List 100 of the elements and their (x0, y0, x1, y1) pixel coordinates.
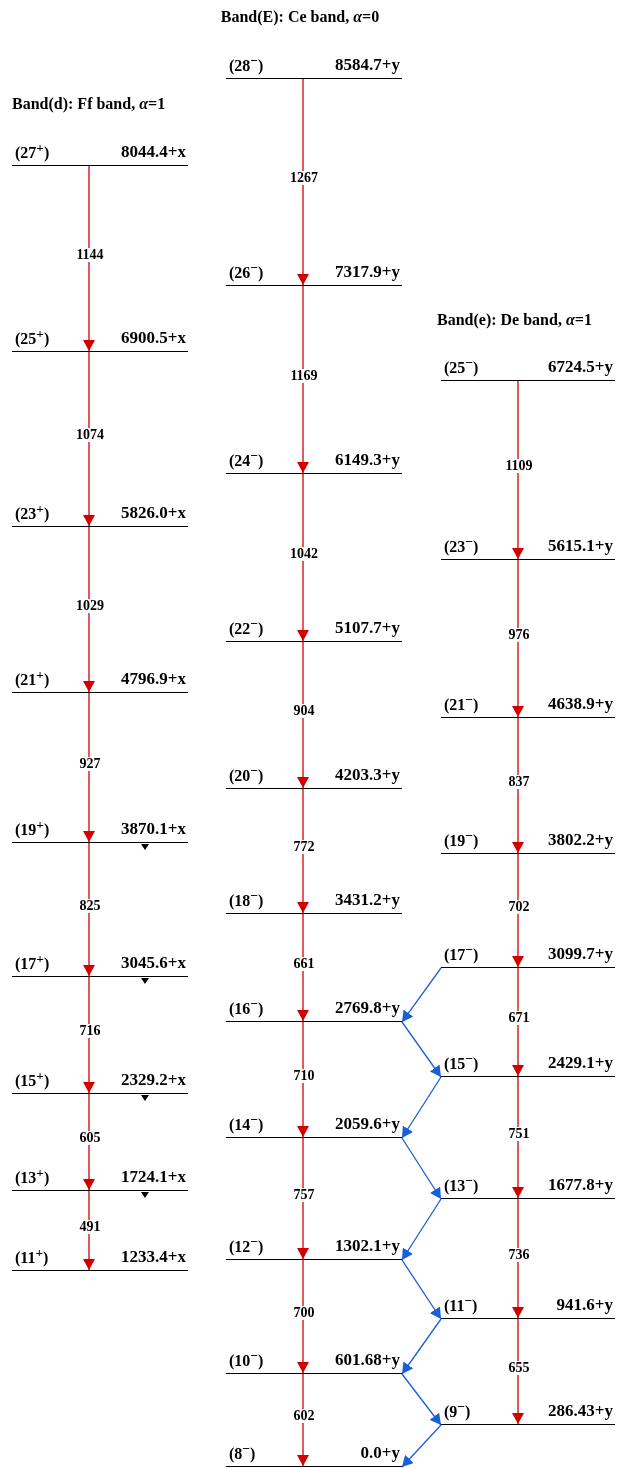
edge-label: 1267 (289, 171, 319, 185)
transition-arrow (512, 1318, 524, 1425)
transition-arrow (512, 1076, 524, 1199)
edge-label: 1029 (75, 598, 105, 613)
transition-arrow (401, 1259, 442, 1320)
edge-label: 710 (292, 1068, 316, 1083)
energy-level (441, 695, 615, 718)
transition-arrow (83, 692, 95, 843)
transition-arrow (512, 967, 524, 1077)
energy-label: 1724.1+x (121, 1167, 186, 1187)
edge-label: 671 (507, 1011, 531, 1025)
energy-label: 941.6+y (556, 1295, 613, 1315)
energy-level (12, 954, 188, 977)
transition-arrow (297, 1021, 309, 1138)
transition-arrow (297, 1373, 309, 1467)
transition-arrow (401, 1137, 442, 1200)
spin-label: (19$^{−}$) (444, 827, 479, 850)
energy-level (226, 891, 402, 914)
energy-label: 0.0+y (360, 1443, 400, 1463)
transition-arrow (297, 473, 309, 642)
energy-level (441, 1402, 615, 1425)
energy-label: 3802.2+y (548, 830, 613, 850)
energy-label: 3045.6+x (121, 953, 186, 973)
spin-label: (17$^{−}$) (444, 941, 479, 964)
transition-arrow (297, 913, 309, 1022)
edge-label: 772 (292, 840, 316, 854)
transition-arrow (83, 165, 95, 352)
energy-level (12, 504, 188, 527)
transition-arrow (297, 788, 309, 914)
transition-arrow (297, 1259, 309, 1374)
energy-level (12, 1168, 188, 1191)
transition-arrow (512, 1198, 524, 1319)
energy-label: 2059.6+y (335, 1114, 400, 1134)
energy-label: 6149.3+y (335, 450, 400, 470)
edge-label: 700 (292, 1305, 316, 1320)
edge-label: 702 (507, 899, 531, 914)
energy-label: 1233.4+x (121, 1247, 186, 1267)
spin-label: (16$^{−}$) (229, 995, 264, 1018)
spin-label: (22$^{−}$) (229, 615, 264, 638)
edge-label: 491 (78, 1219, 102, 1234)
transition-arrow (512, 717, 524, 854)
spin-label: (25$^{+}$) (15, 325, 50, 348)
spin-label: (26$^{−}$) (229, 259, 264, 282)
energy-level (12, 329, 188, 352)
edge-label: 837 (507, 774, 531, 789)
spin-label: (13$^{+}$) (15, 1164, 50, 1187)
energy-level (226, 999, 402, 1022)
spin-label: (27$^{+}$) (15, 139, 50, 162)
transition-arrow (401, 967, 442, 1023)
energy-label: 8584.7+y (335, 55, 400, 75)
energy-label: 5107.7+y (335, 618, 400, 638)
edge-label: 736 (507, 1247, 531, 1262)
energy-level (441, 358, 615, 381)
transition-arrow (297, 1137, 309, 1260)
edge-label: 976 (507, 627, 531, 642)
transition-arrow (401, 1318, 442, 1375)
spin-label: (21$^{+}$) (15, 666, 50, 689)
transition-arrow (83, 351, 95, 527)
spin-label: (17$^{+}$) (15, 950, 50, 973)
band-title: Band(e): De band, α=1 (437, 311, 592, 329)
energy-label: 1302.1+y (335, 1236, 400, 1256)
edge-label: 605 (78, 1131, 102, 1145)
spin-label: (8$^{−}$) (229, 1440, 256, 1463)
edge-label: 716 (78, 1024, 102, 1038)
transition-arrow (83, 526, 95, 693)
spin-label: (11$^{−}$) (444, 1292, 478, 1315)
energy-level (226, 263, 402, 286)
spin-label: (9$^{−}$) (444, 1398, 471, 1421)
energy-level (441, 537, 615, 560)
edge-label: 1074 (75, 428, 105, 442)
energy-label: 3870.1+x (121, 819, 186, 839)
energy-label: 6724.5+y (548, 357, 613, 377)
edge-label: 904 (292, 704, 316, 718)
energy-level (441, 1296, 615, 1319)
edge-label: 1169 (289, 368, 319, 383)
edge-label: 825 (78, 898, 102, 913)
energy-label: 4638.9+y (548, 694, 613, 714)
energy-level (12, 820, 188, 843)
edge-label: 661 (292, 956, 316, 971)
energy-level (226, 56, 402, 79)
energy-level (12, 1071, 188, 1094)
spin-label: (10$^{−}$) (229, 1347, 264, 1370)
spin-label: (11$^{+}$) (15, 1244, 49, 1267)
energy-label: 601.68+y (335, 1350, 400, 1370)
spin-label: (28$^{−}$) (229, 52, 264, 75)
edge-label: 751 (507, 1126, 531, 1141)
spin-label: (25$^{−}$) (444, 354, 479, 377)
spin-label: (23$^{+}$) (15, 500, 50, 523)
transition-arrow (401, 1373, 442, 1426)
energy-label: 2329.2+x (121, 1070, 186, 1090)
transition-arrow (401, 1424, 442, 1468)
transition-arrow (83, 976, 95, 1094)
spin-label: (14$^{−}$) (229, 1111, 264, 1134)
energy-level (226, 1115, 402, 1138)
energy-level (441, 831, 615, 854)
transition-arrow (512, 853, 524, 968)
band-title: Band(d): Ff band, α=1 (12, 95, 166, 113)
spin-label: (13$^{−}$) (444, 1172, 479, 1195)
transition-arrow (401, 1198, 442, 1261)
energy-level (12, 143, 188, 166)
